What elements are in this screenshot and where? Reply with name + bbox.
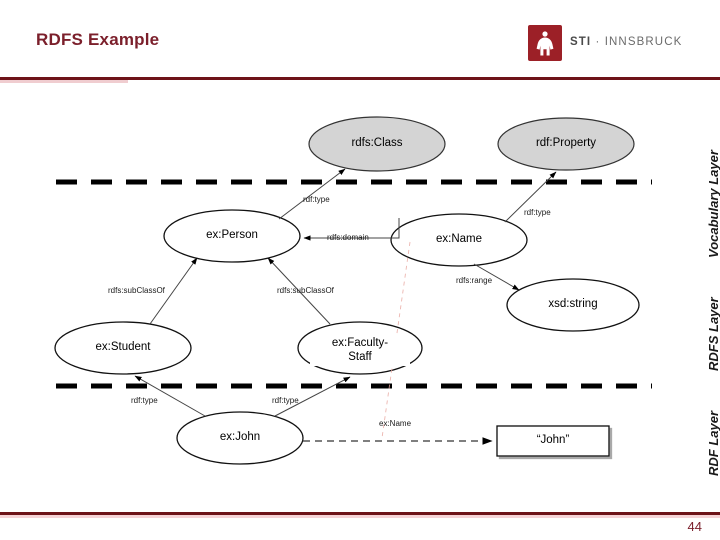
- edge-label-name-range-string: rdfs:range: [456, 276, 493, 285]
- edge-label-person-type-class: rdf:type: [303, 195, 330, 204]
- edge-john-type-faculty: [274, 376, 351, 417]
- layer-caption-rdfs: RDFS Layer: [706, 297, 720, 371]
- footer-divider-accent: [0, 515, 720, 518]
- node-label-ex-faculty-staff-line1: ex:Faculty-: [331, 337, 389, 349]
- edge-label-john-type-student: rdf:type: [131, 396, 158, 405]
- diagram-canvas: rdfs:Class --> rdf:Property --> ex:Perso…: [54, 116, 652, 465]
- page-title: RDFS Example: [36, 30, 160, 49]
- rdfs-example-diagram: rdfs:Class --> rdf:Property --> ex:Perso…: [0, 86, 720, 506]
- footer-divider: [0, 512, 720, 515]
- node-label-ex-faculty-staff-line2: Staff: [348, 351, 372, 364]
- edge-label-john-name-literal: ex:Name: [379, 419, 412, 428]
- header-divider: [0, 77, 720, 80]
- node-rdfs-class: [308, 116, 446, 172]
- node-label-ex-faculty-staff: ex:Faculty- Staff: [310, 336, 410, 366]
- edge-person-type-class: [278, 168, 346, 220]
- sti-innsbruck-figure-mark-icon: [528, 25, 562, 61]
- logo-wordmark: STI · INNSBRUCK: [570, 36, 682, 48]
- edge-faculty-subclass-person: [267, 257, 331, 325]
- node-ex-john: [176, 411, 304, 465]
- edge-label-name-type-property: rdf:type: [524, 208, 551, 217]
- node-ex-student: [54, 321, 192, 375]
- edge-label-john-type-faculty: rdf:type: [272, 396, 299, 405]
- layer-caption-vocabulary: Vocabulary Layer: [706, 150, 720, 258]
- layer-caption-rdf: RDF Layer: [706, 410, 720, 476]
- edge-student-subclass-person: [149, 257, 198, 325]
- node-ex-name: [390, 213, 528, 267]
- logo: STI · INNSBRUCK: [528, 25, 681, 63]
- page-number: 44: [687, 519, 702, 534]
- node-rdf-property: [497, 117, 635, 171]
- node-literal-john: [496, 425, 610, 457]
- edge-label-student-subclass-person: rdfs:subClassOf: [108, 286, 165, 295]
- edge-john-type-student: [134, 375, 206, 417]
- edge-label-name-domain-person: rdfs:domain: [327, 233, 369, 242]
- edge-name-domain-person: [303, 218, 400, 241]
- node-ex-person: [163, 209, 301, 263]
- logo-wordmark-sti: STI: [570, 36, 592, 48]
- edge-label-faculty-subclass-person: rdfs:subClassOf: [277, 286, 334, 295]
- header-divider-accent: [0, 80, 128, 83]
- logo-wordmark-innsbruck: INNSBRUCK: [604, 36, 683, 48]
- logo-wordmark-separator: ·: [591, 36, 605, 48]
- edge-name-type-property: [504, 171, 557, 223]
- edge-name-range-string: [473, 263, 520, 291]
- node-xsd-string: [506, 278, 640, 332]
